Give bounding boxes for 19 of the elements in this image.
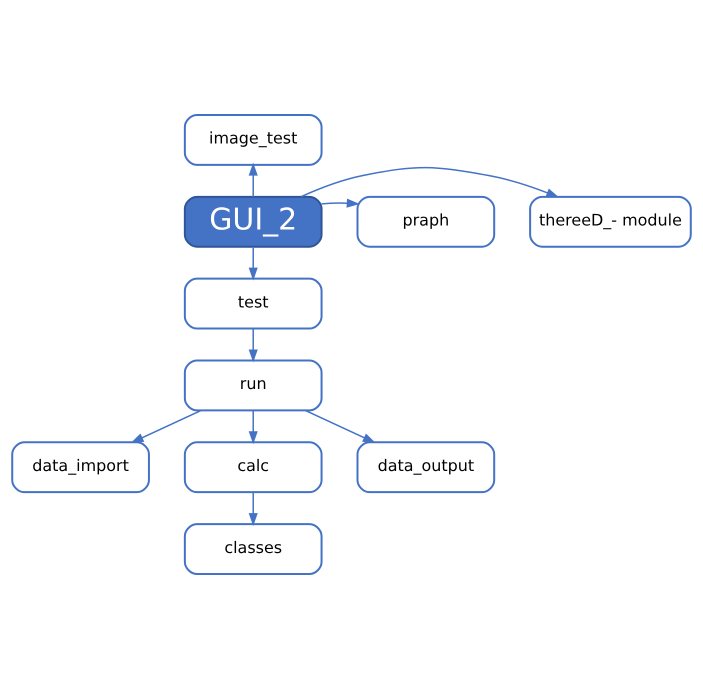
node-box: run bbox=[184, 358, 323, 411]
node-box: data_import bbox=[11, 440, 150, 493]
arrow bbox=[248, 162, 258, 196]
arrow bbox=[322, 198, 360, 208]
arrow bbox=[248, 410, 258, 444]
node-box: calc bbox=[184, 440, 323, 493]
node-box: classes bbox=[184, 522, 323, 574]
arrow bbox=[304, 409, 376, 443]
node-box: image_test bbox=[184, 114, 323, 166]
node-box: thereeD_- module bbox=[529, 195, 692, 248]
arrow bbox=[300, 166, 560, 198]
node-box: praph bbox=[356, 195, 496, 248]
node-box: GUI_2 bbox=[184, 195, 323, 248]
arrow bbox=[248, 246, 258, 280]
node-box: data_output bbox=[356, 440, 496, 493]
node-box: test bbox=[184, 277, 323, 330]
arrow bbox=[130, 409, 202, 443]
arrow bbox=[248, 328, 258, 362]
arrow bbox=[248, 492, 258, 526]
